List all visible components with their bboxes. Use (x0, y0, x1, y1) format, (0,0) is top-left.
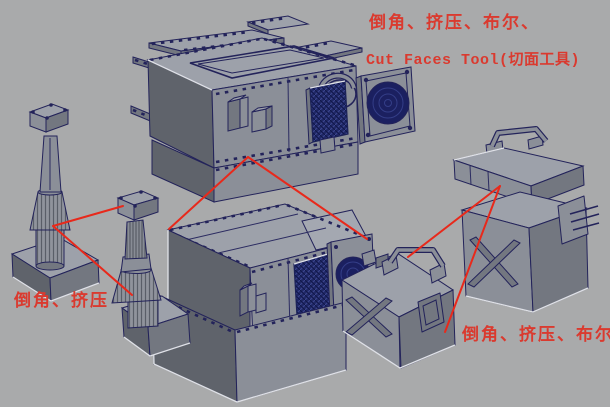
toolbox-stack-model[interactable] (452, 126, 600, 313)
annotation-pillars-label: 倒角、挤压 (14, 291, 109, 310)
annotation-exploded-machine-line2: Cut Faces Tool(切面工具) (366, 52, 581, 69)
annotation-exploded-machine-line1: 倒角、挤压、布尔、 (369, 13, 540, 32)
exploded-machine-model[interactable] (130, 15, 416, 203)
pillar-center-model[interactable] (111, 190, 191, 358)
annotation-leader-lines (52, 156, 501, 333)
ammo-crate-model[interactable] (340, 247, 456, 369)
pillar-left-model[interactable] (10, 103, 100, 302)
annotation-toolbox-label: 倒角、挤压、布尔 (462, 325, 610, 344)
assembled-machine-model[interactable] (151, 203, 376, 403)
